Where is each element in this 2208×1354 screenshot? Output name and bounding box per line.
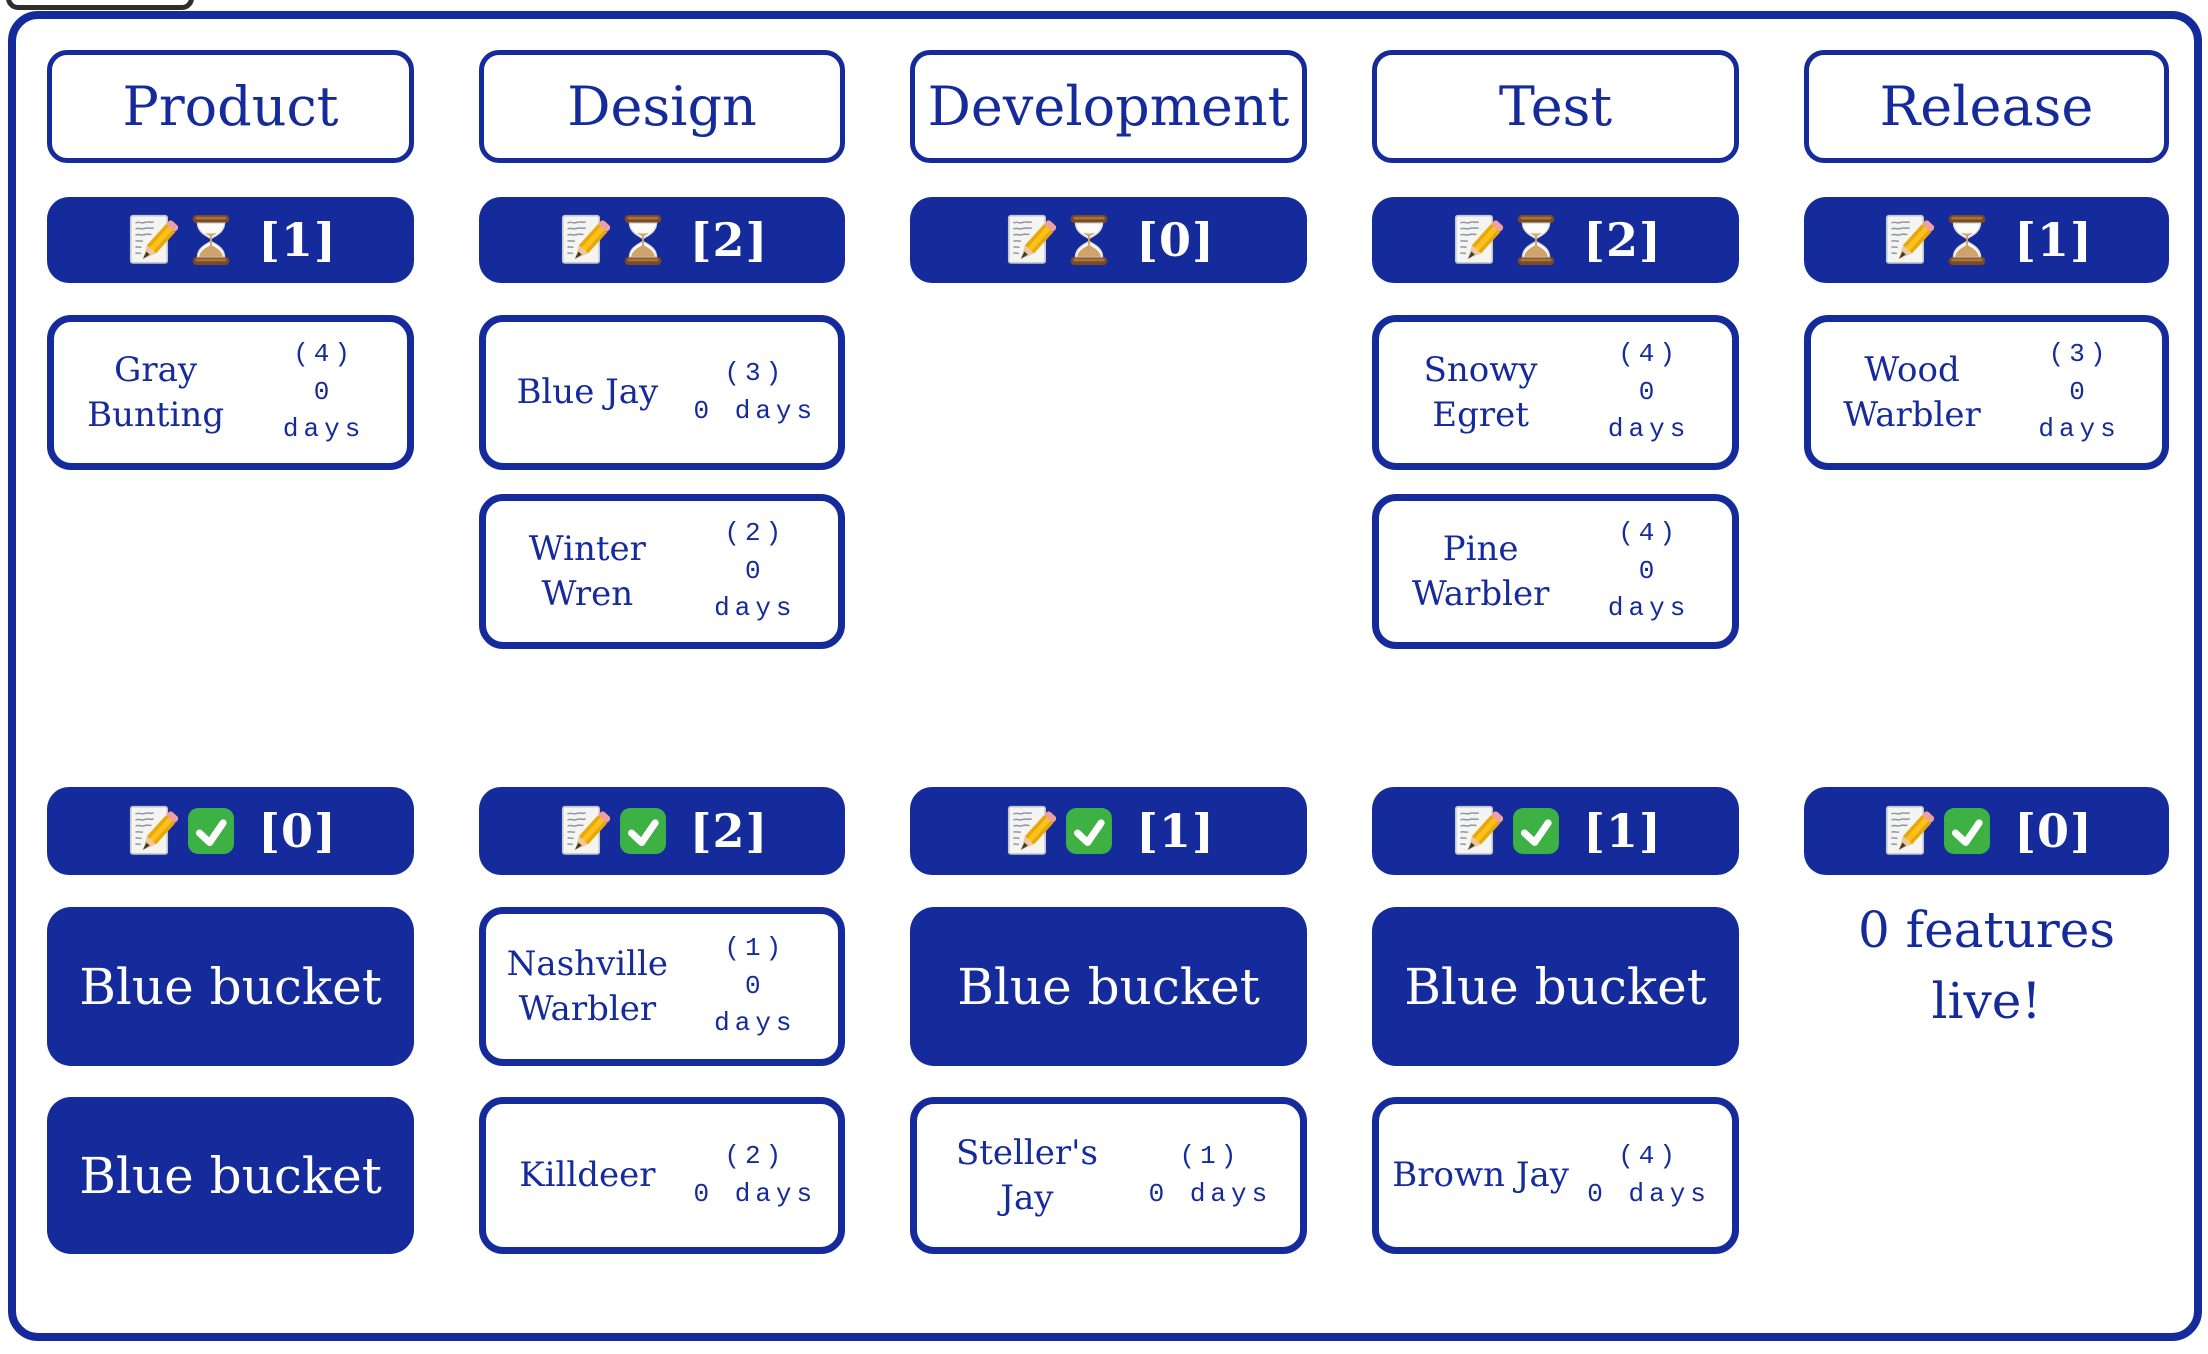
window-tab[interactable] bbox=[6, 0, 194, 10]
done-count: [1] bbox=[1583, 804, 1662, 858]
column-header: Design bbox=[479, 50, 845, 163]
card-stat: (4) 0 days bbox=[1587, 1140, 1711, 1209]
card-stat: (3) 0 days bbox=[2038, 338, 2121, 445]
column-header: Product bbox=[47, 50, 414, 163]
card-name: Steller's Jay bbox=[955, 1133, 1098, 1218]
card-name: Snowy Egret bbox=[1423, 350, 1538, 435]
card-stat: (4) 0 days bbox=[1607, 517, 1691, 624]
card-name: Winter Wren bbox=[528, 529, 646, 614]
card-stat: (1) 0 days bbox=[714, 932, 797, 1039]
feature-card[interactable]: Blue Jay (3) 0 days bbox=[479, 315, 845, 470]
done-count: [0] bbox=[2014, 804, 2093, 858]
card-name: Wood Warbler bbox=[1843, 350, 1981, 435]
check-icon bbox=[1509, 804, 1563, 858]
column-release: Release [1] Wood Warbler (3) 0 days [0] … bbox=[1804, 50, 2169, 1254]
done-bar: [2] bbox=[479, 787, 845, 875]
bucket-label: Blue bucket bbox=[957, 957, 1260, 1016]
done-bar: [1] bbox=[910, 787, 1307, 875]
memo-pencil-icon bbox=[1880, 213, 1934, 267]
blue-bucket-card[interactable]: Blue bucket bbox=[47, 1097, 414, 1254]
check-icon bbox=[616, 804, 670, 858]
hourglass-icon bbox=[616, 213, 670, 267]
column-header: Test bbox=[1372, 50, 1739, 163]
column-title: Test bbox=[1498, 75, 1613, 138]
memo-pencil-icon bbox=[124, 213, 178, 267]
card-name: Nashville Warbler bbox=[506, 944, 668, 1029]
column-title: Design bbox=[567, 75, 757, 138]
done-count: [0] bbox=[258, 804, 337, 858]
card-name: Brown Jay bbox=[1392, 1155, 1569, 1196]
done-bar: [1] bbox=[1372, 787, 1739, 875]
done-count: [2] bbox=[689, 804, 769, 858]
kanban-board: Product [1] Gray Bunting (4) 0 days [0] … bbox=[8, 11, 2202, 1341]
feature-card[interactable]: Nashville Warbler (1) 0 days bbox=[479, 907, 845, 1066]
done-count: [1] bbox=[1136, 804, 1215, 858]
column-header: Development bbox=[910, 50, 1307, 163]
check-icon bbox=[1062, 804, 1116, 858]
board-columns: Product [1] Gray Bunting (4) 0 days [0] … bbox=[47, 50, 2169, 1254]
card-stat: (1) 0 days bbox=[1148, 1140, 1273, 1209]
column-design: Design [2] Blue Jay (3) 0 days Winter Wr… bbox=[479, 50, 845, 1254]
column-product: Product [1] Gray Bunting (4) 0 days [0] … bbox=[47, 50, 414, 1254]
memo-pencil-icon bbox=[1449, 213, 1503, 267]
hourglass-icon bbox=[1062, 213, 1116, 267]
card-stat: (4) 0 days bbox=[1607, 338, 1691, 445]
memo-pencil-icon bbox=[1880, 804, 1934, 858]
bucket-label: Blue bucket bbox=[79, 1146, 382, 1205]
feature-card[interactable]: Snowy Egret (4) 0 days bbox=[1372, 315, 1739, 470]
wip-bar: [2] bbox=[1372, 197, 1739, 283]
memo-pencil-icon bbox=[556, 213, 610, 267]
features-live-note: 0 features live! bbox=[1857, 901, 2116, 1030]
check-icon bbox=[184, 804, 238, 858]
memo-pencil-icon bbox=[1449, 804, 1503, 858]
card-stat: (2) 0 days bbox=[693, 1140, 818, 1209]
feature-card[interactable]: Steller's Jay (1) 0 days bbox=[910, 1097, 1307, 1254]
wip-count: [2] bbox=[689, 213, 769, 267]
column-development: Development [0] [1] Blue bucket Steller'… bbox=[910, 50, 1307, 1254]
card-stat: (3) 0 days bbox=[693, 357, 818, 426]
feature-card[interactable]: Killdeer (2) 0 days bbox=[479, 1097, 845, 1254]
memo-pencil-icon bbox=[556, 804, 610, 858]
card-name: Gray Bunting bbox=[87, 350, 225, 435]
wip-bar: [0] bbox=[910, 197, 1307, 283]
wip-bar: [1] bbox=[47, 197, 414, 283]
memo-pencil-icon bbox=[1002, 213, 1056, 267]
feature-card[interactable]: Gray Bunting (4) 0 days bbox=[47, 315, 414, 470]
blue-bucket-card[interactable]: Blue bucket bbox=[47, 907, 414, 1066]
memo-pencil-icon bbox=[1002, 804, 1056, 858]
column-test: Test [2] Snowy Egret (4) 0 days Pine War… bbox=[1372, 50, 1739, 1254]
wip-count: [1] bbox=[258, 213, 337, 267]
column-title: Release bbox=[1879, 75, 2094, 138]
card-stat: (4) 0 days bbox=[282, 338, 366, 445]
column-header: Release bbox=[1804, 50, 2169, 163]
column-title: Development bbox=[927, 75, 1290, 138]
card-name: Blue Jay bbox=[516, 372, 659, 413]
wip-count: [1] bbox=[2014, 213, 2093, 267]
wip-count: [0] bbox=[1136, 213, 1215, 267]
card-name: Killdeer bbox=[519, 1155, 656, 1196]
hourglass-icon bbox=[184, 213, 238, 267]
check-icon bbox=[1940, 804, 1994, 858]
memo-pencil-icon bbox=[124, 804, 178, 858]
blue-bucket-card[interactable]: Blue bucket bbox=[1372, 907, 1739, 1066]
card-name: Pine Warbler bbox=[1411, 529, 1550, 614]
done-bar: [0] bbox=[1804, 787, 2169, 875]
feature-card[interactable]: Wood Warbler (3) 0 days bbox=[1804, 315, 2169, 470]
wip-count: [2] bbox=[1583, 213, 1662, 267]
feature-card[interactable]: Brown Jay (4) 0 days bbox=[1372, 1097, 1739, 1254]
column-title: Product bbox=[122, 75, 339, 138]
blue-bucket-card[interactable]: Blue bucket bbox=[910, 907, 1307, 1066]
hourglass-icon bbox=[1940, 213, 1994, 267]
wip-bar: [2] bbox=[479, 197, 845, 283]
card-stat: (2) 0 days bbox=[714, 517, 797, 624]
wip-bar: [1] bbox=[1804, 197, 2169, 283]
done-bar: [0] bbox=[47, 787, 414, 875]
bucket-label: Blue bucket bbox=[79, 957, 382, 1016]
bucket-label: Blue bucket bbox=[1404, 957, 1707, 1016]
feature-card[interactable]: Pine Warbler (4) 0 days bbox=[1372, 494, 1739, 649]
feature-card[interactable]: Winter Wren (2) 0 days bbox=[479, 494, 845, 649]
hourglass-icon bbox=[1509, 213, 1563, 267]
